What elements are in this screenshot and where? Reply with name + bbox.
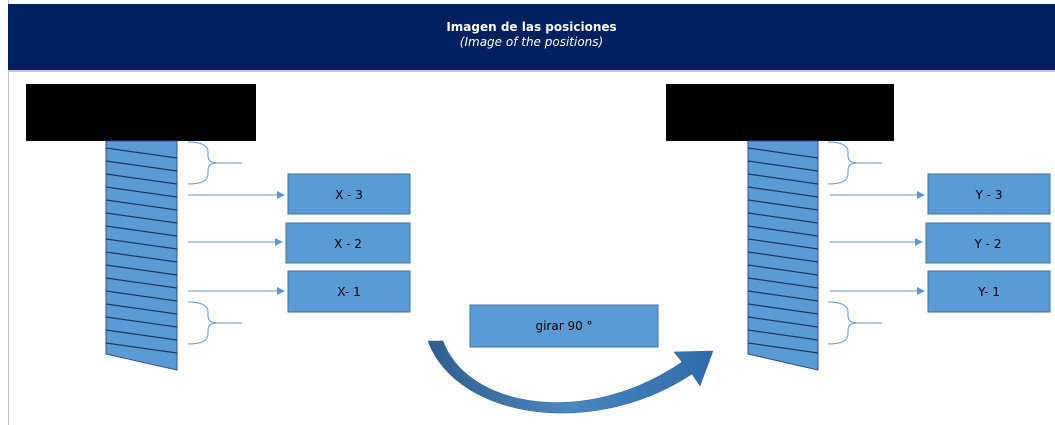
position-label-x3: X - 3 [335, 188, 363, 202]
left-screw-threads [105, 147, 178, 354]
page-title: Imagen de las posiciones [446, 20, 617, 34]
rotate-label: girar 90 ° [535, 319, 592, 333]
position-label-x2: X - 2 [334, 237, 362, 251]
left-upper-bracket [187, 141, 242, 185]
left-screw: X - 3 X - 2 X- 1 [26, 84, 411, 371]
right-lower-bracket [827, 301, 882, 345]
position-label-y1: Y- 1 [977, 285, 1000, 299]
position-box-x2: X - 2 [285, 222, 411, 264]
left-lower-bracket [187, 301, 242, 345]
position-box-y2: Y - 2 [925, 222, 1051, 264]
position-box-y3: Y - 3 [927, 173, 1051, 215]
position-box-x3: X - 3 [287, 173, 411, 215]
rotate-curved-arrow [427, 340, 714, 414]
position-label-y2: Y - 2 [974, 237, 1002, 251]
rotate-box: girar 90 ° [469, 304, 659, 348]
left-screw-head [26, 84, 256, 141]
right-screw-threads [747, 147, 819, 354]
left-screw-shank [105, 140, 178, 371]
position-label-y3: Y - 3 [975, 188, 1003, 202]
page-subtitle: (Image of the positions) [459, 35, 604, 49]
position-label-x1: X- 1 [337, 285, 360, 299]
right-screw-shank [747, 140, 819, 371]
position-box-x1: X- 1 [287, 270, 411, 313]
right-screw: Y - 3 Y - 2 Y- 1 [666, 84, 1051, 371]
page-frame [8, 0, 1055, 425]
page-header: Imagen de las posiciones (Image of the p… [8, 4, 1055, 72]
right-screw-head [666, 84, 894, 141]
right-upper-bracket [827, 141, 882, 185]
rotate-group: girar 90 ° [427, 304, 714, 414]
position-box-y1: Y- 1 [927, 270, 1051, 313]
